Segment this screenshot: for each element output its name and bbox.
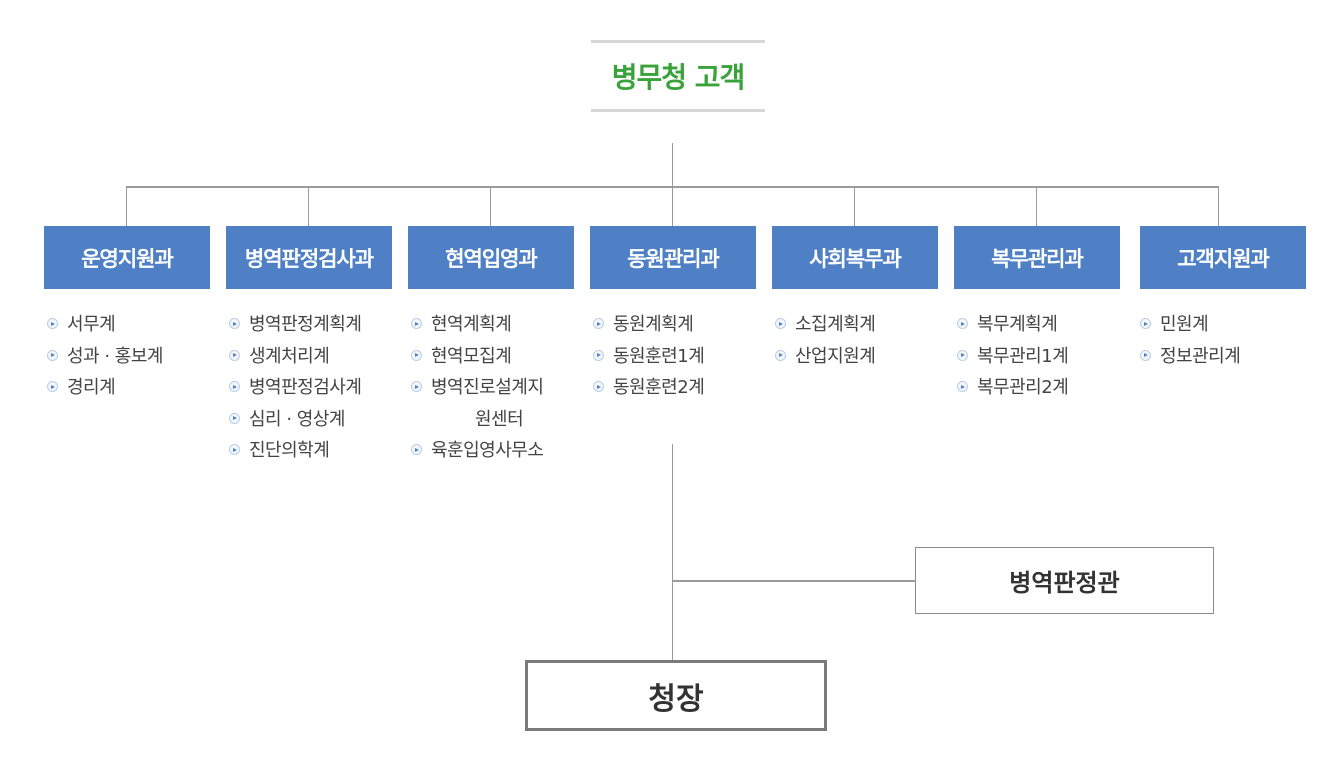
dept-box-service-management: 복무관리과 <box>954 226 1120 289</box>
list-item: 산업지원계 <box>775 341 876 373</box>
circle-arrow-icon <box>775 349 786 361</box>
circle-arrow-icon <box>411 381 422 392</box>
dept-sublist-mobilization: 동원계획계 동원훈련1계 동원훈련2계 <box>593 309 705 404</box>
dept-drop-2 <box>308 186 309 226</box>
dept-drop-5 <box>854 186 855 226</box>
list-item: 복무관리1계 <box>957 341 1069 373</box>
list-item: 경리계 <box>47 372 163 404</box>
circle-arrow-icon <box>47 349 58 361</box>
list-item: 복무관리2계 <box>957 372 1069 404</box>
list-item: 심리 · 영상계 <box>229 404 361 436</box>
dept-box-customer-support: 고객지원과 <box>1140 226 1306 289</box>
circle-arrow-icon <box>229 381 240 392</box>
circle-arrow-icon <box>593 318 604 329</box>
dept-drop-7 <box>1218 186 1219 226</box>
circle-arrow-icon <box>593 349 604 361</box>
dept-sublist-customer-support: 민원계 정보관리계 <box>1140 309 1241 373</box>
list-item: 현역모집계 <box>411 341 543 373</box>
circle-arrow-icon <box>957 318 968 329</box>
list-item: 성과 · 홍보계 <box>47 341 163 373</box>
dept-sublist-social-service: 소집계획계 산업지원계 <box>775 309 876 373</box>
dept-sublist-service-management: 복무계획계 복무관리1계 복무관리2계 <box>957 309 1069 404</box>
circle-arrow-icon <box>47 381 58 392</box>
dept-sublist-operations: 서무계 성과 · 홍보계 경리계 <box>47 309 163 404</box>
judge-office-box: 병역판정관 <box>915 547 1214 614</box>
dept-drop-1 <box>126 186 127 226</box>
org-chart-title: 병무청 고객 <box>591 40 765 112</box>
dept-drop-3 <box>490 186 491 226</box>
list-item: 서무계 <box>47 309 163 341</box>
circle-arrow-icon <box>1140 318 1151 329</box>
circle-arrow-icon <box>411 349 422 361</box>
list-item: 육훈입영사무소 <box>411 435 544 467</box>
list-item: 병역판정계획계 <box>229 309 362 341</box>
circle-arrow-icon <box>775 318 786 329</box>
list-item: 동원훈련2계 <box>593 372 705 404</box>
circle-arrow-icon <box>229 412 240 424</box>
circle-arrow-icon <box>1140 349 1151 361</box>
list-item: 현역계획계 <box>411 309 543 341</box>
list-item: 생계처리계 <box>229 341 361 373</box>
title-connector <box>672 143 673 187</box>
circle-arrow-icon <box>229 318 240 329</box>
circle-arrow-icon <box>411 444 422 455</box>
circle-arrow-icon <box>229 444 240 455</box>
list-item: 복무계획계 <box>957 309 1068 341</box>
circle-arrow-icon <box>47 318 58 329</box>
list-item: 소집계획계 <box>775 309 876 341</box>
list-item: 동원훈련1계 <box>593 341 705 373</box>
dept-box-active-enlistment: 현역입영과 <box>408 226 574 289</box>
circle-arrow-icon <box>229 349 240 361</box>
dept-drop-6 <box>1036 186 1037 226</box>
list-item: 병역판정검사계 <box>229 372 362 404</box>
chief-vertical-connector <box>672 444 673 660</box>
dept-box-conscription-exam: 병역판정검사과 <box>226 226 392 289</box>
dept-box-operations: 운영지원과 <box>44 226 210 289</box>
circle-arrow-icon <box>957 381 968 392</box>
commissioner-box: 청장 <box>525 660 827 731</box>
judge-office-connector <box>672 580 915 582</box>
circle-arrow-icon <box>411 318 422 329</box>
list-item: 민원계 <box>1140 309 1240 341</box>
dept-sublist-conscription-exam: 병역판정계획계 생계처리계 병역판정검사계 심리 · 영상계 진단의학계 <box>229 309 362 467</box>
dept-box-social-service: 사회복무과 <box>772 226 938 289</box>
list-item: 진단의학계 <box>229 435 361 467</box>
list-item: 동원계획계 <box>593 309 704 341</box>
dept-box-mobilization: 동원관리과 <box>590 226 756 289</box>
dept-drop-4 <box>672 186 673 226</box>
circle-arrow-icon <box>957 349 968 361</box>
list-item: 정보관리계 <box>1140 341 1241 373</box>
circle-arrow-icon <box>593 381 604 392</box>
